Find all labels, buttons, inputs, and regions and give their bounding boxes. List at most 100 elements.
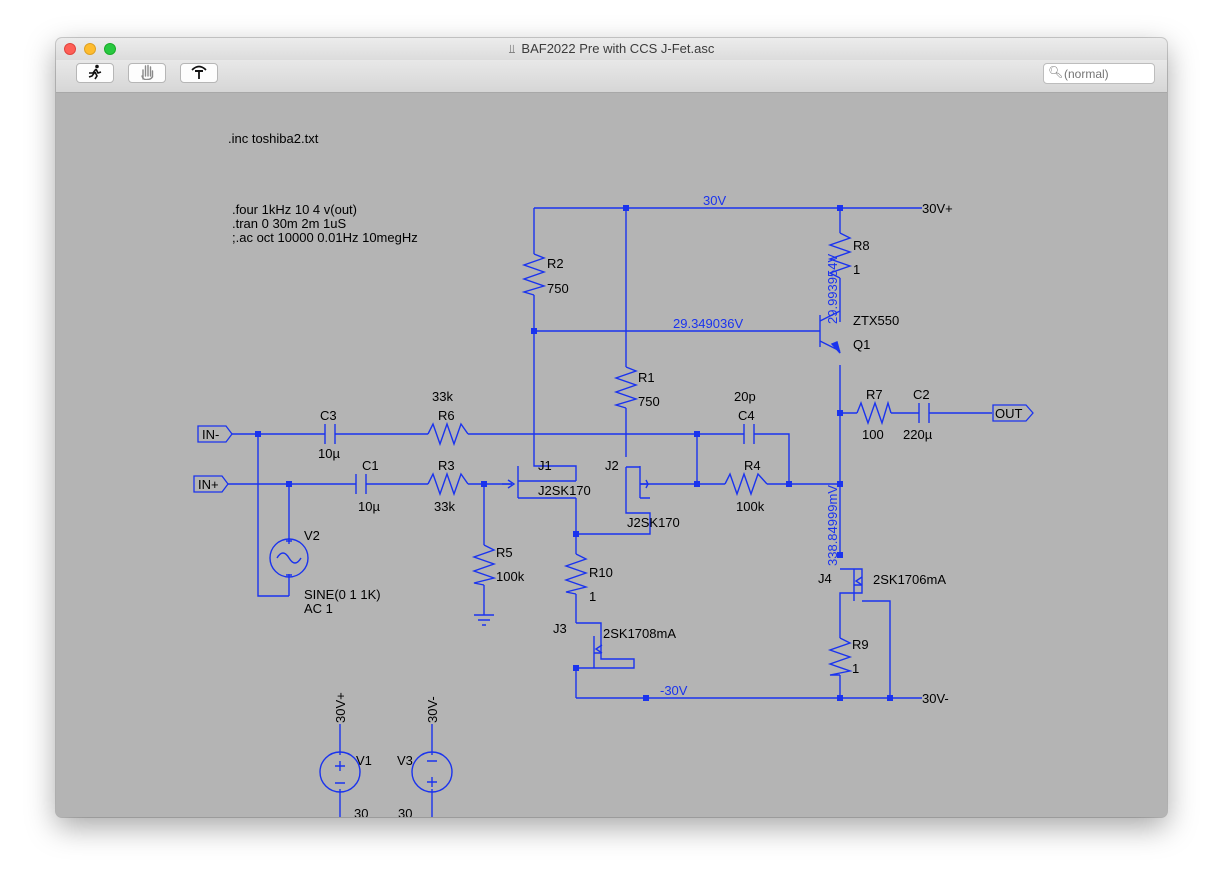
net-label-in-minus: IN- <box>202 427 219 442</box>
q1-name: Q1 <box>853 337 870 352</box>
r1-value: 750 <box>638 394 660 409</box>
j3[interactable] <box>593 636 603 668</box>
net-label-v3-top: 30V- <box>425 696 440 723</box>
annotation-30v: 30V <box>703 193 726 208</box>
v3-name: V3 <box>397 753 413 768</box>
r7[interactable] <box>856 400 892 426</box>
v2[interactable] <box>269 538 309 578</box>
r8[interactable] <box>827 232 853 279</box>
probe-icon <box>191 65 207 79</box>
r6-name: R6 <box>438 408 455 423</box>
close-button[interactable] <box>64 43 76 55</box>
r8-name: R8 <box>853 238 870 253</box>
r10-value: 1 <box>589 589 596 604</box>
app-window: ⫫ BAF2022 Pre with CCS J-Fet.asc 🔍︎ <box>56 38 1167 817</box>
r9[interactable] <box>827 637 853 676</box>
j3-value: 2SK1708mA <box>603 626 676 641</box>
j3-name: J3 <box>553 621 567 636</box>
search-field[interactable]: 🔍︎ <box>1043 63 1155 84</box>
halt-icon <box>141 64 154 81</box>
r8-value: 1 <box>853 262 860 277</box>
run-button[interactable] <box>76 63 114 83</box>
j4-name: J4 <box>818 571 832 586</box>
v1[interactable] <box>319 751 361 793</box>
minimize-button[interactable] <box>84 43 96 55</box>
probe-button[interactable] <box>180 63 218 83</box>
r4-name: R4 <box>744 458 761 473</box>
c3[interactable] <box>324 424 336 444</box>
c1[interactable] <box>355 474 367 494</box>
v3-value: 30 <box>398 806 412 817</box>
j2-value: J2SK170 <box>627 515 680 530</box>
v1-value: 30 <box>354 806 368 817</box>
annotation-output-node: 338.84999mV <box>825 485 840 566</box>
document-icon: ⫫ <box>508 42 516 56</box>
r9-value: 1 <box>852 661 859 676</box>
j2[interactable] <box>626 466 650 499</box>
r2-value: 750 <box>547 281 569 296</box>
r2-name: R2 <box>547 256 564 271</box>
r5-value: 100k <box>496 569 525 584</box>
v2-value: SINE(0 1 1K) <box>304 587 381 602</box>
c2-name: C2 <box>913 387 930 402</box>
r10[interactable] <box>563 553 589 595</box>
v3[interactable] <box>411 751 453 793</box>
c4-value: 20p <box>734 389 756 404</box>
r4-value: 100k <box>736 499 765 514</box>
j2-name: J2 <box>605 458 619 473</box>
j1[interactable] <box>502 466 576 499</box>
net-label-out: OUT <box>995 406 1023 421</box>
r5[interactable] <box>471 544 497 586</box>
q1-value: ZTX550 <box>853 313 899 328</box>
text-labels: .inc toshiba2.txt .four 1kHz 10 4 v(out)… <box>198 131 1023 817</box>
r10-name: R10 <box>589 565 613 580</box>
annotation-neg30v: -30V <box>660 683 688 698</box>
r9-name: R9 <box>852 637 869 652</box>
components <box>269 232 930 793</box>
j4-value: 2SK1706mA <box>873 572 946 587</box>
c1-name: C1 <box>362 458 379 473</box>
c3-value: 10µ <box>318 446 340 461</box>
search-input[interactable] <box>1064 66 1150 81</box>
v1-name: V1 <box>356 753 372 768</box>
r6[interactable] <box>427 421 469 447</box>
r1-name: R1 <box>638 370 655 385</box>
j1-value: J2SK170 <box>538 483 591 498</box>
toolbar: 🔍︎ <box>56 60 1167 93</box>
operating-point-labels: 30V -30V 29.349036V 29.993954V 338.84999… <box>660 193 840 698</box>
c4[interactable] <box>743 424 755 444</box>
directive-four: .four 1kHz 10 4 v(out) <box>232 202 357 217</box>
directive-inc: .inc toshiba2.txt <box>228 131 319 146</box>
j1-name: J1 <box>538 458 552 473</box>
q1[interactable] <box>819 315 841 354</box>
search-icon: 🔍︎ <box>1048 65 1064 79</box>
net-label-v1-top: 30V+ <box>333 692 348 723</box>
r3[interactable] <box>427 471 469 497</box>
wires <box>228 207 992 817</box>
schematic-canvas[interactable]: .inc toshiba2.txt .four 1kHz 10 4 v(out)… <box>56 93 1167 817</box>
c2[interactable] <box>918 403 930 423</box>
v2-ac-value: AC 1 <box>304 601 333 616</box>
run-icon <box>88 64 102 80</box>
r6-value: 33k <box>432 389 453 404</box>
annotation-q1-base: 29.349036V <box>673 316 743 331</box>
net-flags <box>193 404 1034 493</box>
window-title: BAF2022 Pre with CCS J-Fet.asc <box>521 41 715 56</box>
annotation-q1-collector: 29.993954V <box>825 254 840 324</box>
directive-tran: .tran 0 30m 2m 1uS <box>232 216 346 231</box>
window-title-container: ⫫ BAF2022 Pre with CCS J-Fet.asc <box>56 41 1167 57</box>
zoom-button[interactable] <box>104 43 116 55</box>
r5-name: R5 <box>496 545 513 560</box>
r2[interactable] <box>521 253 547 296</box>
title-bar: ⫫ BAF2022 Pre with CCS J-Fet.asc <box>56 38 1167 61</box>
r1[interactable] <box>613 366 639 409</box>
r4[interactable] <box>724 471 768 497</box>
junction-dots <box>255 205 893 701</box>
schematic-svg: .inc toshiba2.txt .four 1kHz 10 4 v(out)… <box>193 131 1034 817</box>
halt-button[interactable] <box>128 63 166 83</box>
net-label-30v-pos: 30V+ <box>922 201 953 216</box>
j4[interactable] <box>853 569 863 601</box>
r3-value: 33k <box>434 499 455 514</box>
c3-name: C3 <box>320 408 337 423</box>
c1-value: 10µ <box>358 499 380 514</box>
